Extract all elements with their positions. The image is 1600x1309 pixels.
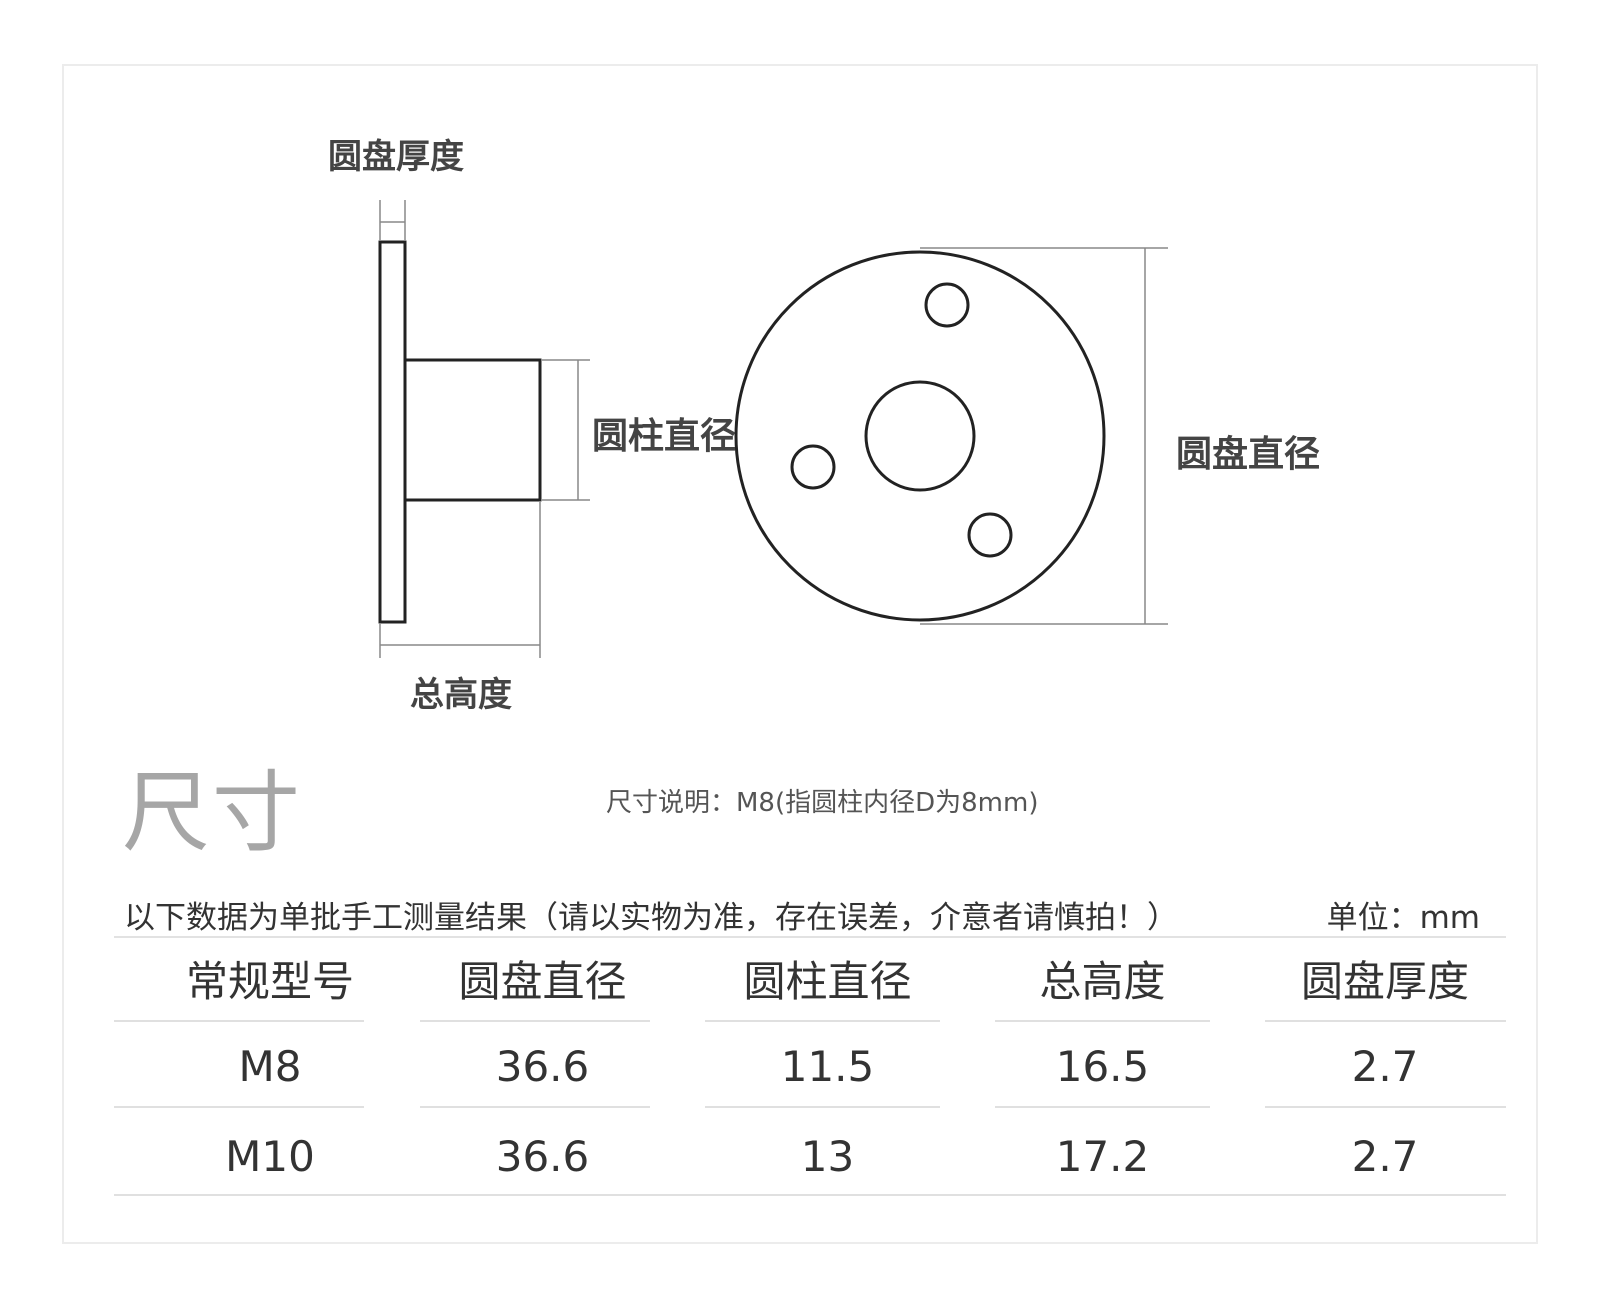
label-disc-diameter: 圆盘直径 xyxy=(1176,433,1320,475)
table-top-divider xyxy=(114,936,1506,938)
cell-disc-diameter: 36.6 xyxy=(495,1042,590,1091)
cell-total-height: 17.2 xyxy=(1055,1132,1150,1181)
cell-cylinder-diameter: 13 xyxy=(800,1132,855,1181)
table-header-row: 常规型号 圆盘直径 圆柱直径 总高度 圆盘厚度 xyxy=(0,948,1600,1028)
divider xyxy=(1265,1106,1506,1108)
side-dimension-lines xyxy=(379,200,590,658)
header-disc-diameter: 圆盘直径 xyxy=(458,957,627,1006)
section-title: 尺寸 xyxy=(122,761,303,864)
flange-dimension-drawing: 圆盘厚度 圆柱直径 圆盘直径 总高度 xyxy=(328,137,1320,715)
divider xyxy=(420,1020,650,1022)
flange-side-view xyxy=(378,240,542,624)
cell-cylinder-diameter: 11.5 xyxy=(780,1042,875,1091)
label-disc-thickness: 圆盘厚度 xyxy=(328,137,464,177)
divider xyxy=(995,1106,1210,1108)
cell-model: M8 xyxy=(238,1042,302,1091)
divider xyxy=(1265,1020,1506,1022)
label-cylinder-diameter: 圆柱直径 xyxy=(592,416,736,457)
label-total-height: 总高度 xyxy=(410,675,512,715)
table-note: 以下数据为单批手工测量结果（请以实物为准，存在误差，介意者请慎拍！） xyxy=(124,900,1178,936)
divider xyxy=(114,1106,364,1108)
disc-outline xyxy=(734,250,1106,622)
cell-model: M10 xyxy=(225,1132,315,1181)
cell-disc-diameter: 36.6 xyxy=(495,1132,590,1181)
table-row: M10 36.6 13 17.2 2.7 xyxy=(0,1132,1600,1212)
mounting-hole-top xyxy=(924,282,970,328)
cell-total-height: 16.5 xyxy=(1055,1042,1150,1091)
flange-front-view xyxy=(734,250,1106,622)
size-note: 尺寸说明：M8(指圆柱内径D为8mm) xyxy=(606,788,1039,818)
header-cylinder-diameter: 圆柱直径 xyxy=(743,957,912,1006)
divider xyxy=(705,1020,940,1022)
cell-disc-thickness: 2.7 xyxy=(1351,1132,1419,1181)
flange-cylinder-profile xyxy=(403,358,542,502)
mounting-hole-right xyxy=(967,512,1013,558)
mounting-hole-left xyxy=(790,444,836,490)
header-model: 常规型号 xyxy=(185,957,354,1006)
content-frame xyxy=(62,64,1538,1244)
table-row: M8 36.6 11.5 16.5 2.7 xyxy=(0,1042,1600,1122)
divider xyxy=(420,1106,650,1108)
divider xyxy=(705,1106,940,1108)
front-dimension-lines xyxy=(920,247,1168,625)
flange-disc-profile xyxy=(378,240,407,624)
header-disc-thickness: 圆盘厚度 xyxy=(1300,957,1469,1006)
divider xyxy=(114,1020,364,1022)
header-total-height: 总高度 xyxy=(1039,957,1166,1006)
center-bore xyxy=(864,380,976,492)
cell-disc-thickness: 2.7 xyxy=(1351,1042,1419,1091)
table-bottom-divider xyxy=(114,1194,1506,1196)
divider xyxy=(995,1020,1210,1022)
unit-label: 单位：mm xyxy=(1326,900,1480,936)
